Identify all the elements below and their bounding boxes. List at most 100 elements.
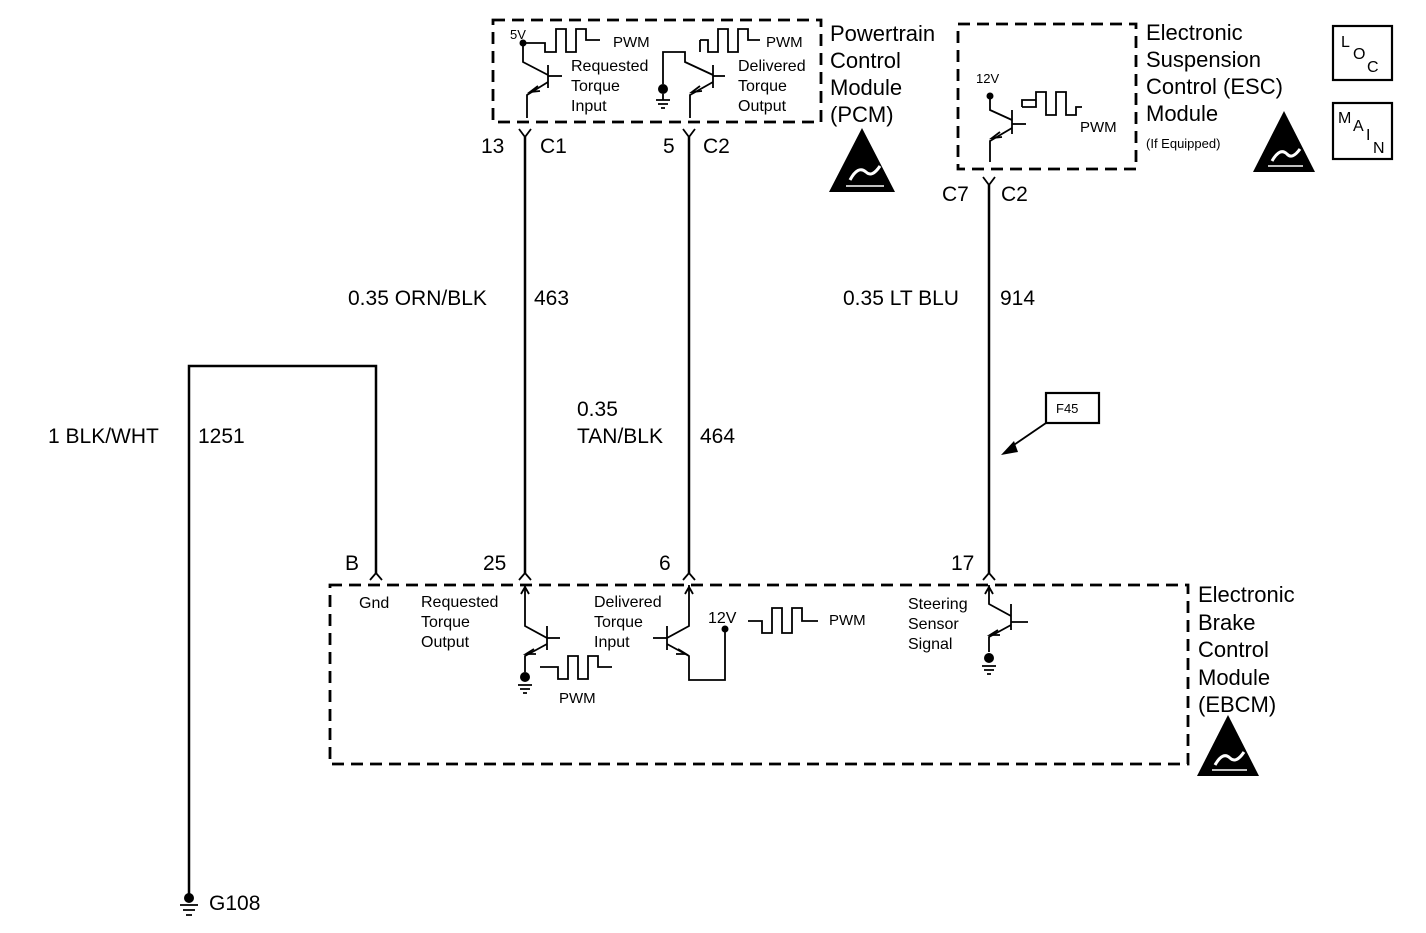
svg-text:17: 17	[951, 552, 974, 575]
pcm-pwm-left-label: PWM	[613, 34, 650, 51]
svg-text:B: B	[345, 552, 359, 575]
ebcm-title-line-3: Control	[1198, 637, 1269, 662]
pcm-delivered-line-3: Output	[738, 98, 787, 115]
esc-esd-warning-icon	[1253, 111, 1315, 172]
wire-463-color: 0.35 ORN/BLK	[348, 287, 487, 310]
wire-464-color-line-2: TAN/BLK	[577, 425, 663, 448]
ebcm-pwm-bottom-wave	[540, 655, 612, 680]
esc-title-line-2: Suspension	[1146, 47, 1261, 72]
ebcm-requested-line-2: Torque	[421, 614, 470, 631]
svg-text:F45: F45	[1056, 401, 1078, 416]
wire-464-circuit: 464	[700, 425, 735, 448]
svg-text:I: I	[1366, 127, 1370, 144]
esc-title-line-4: Module	[1146, 101, 1218, 126]
ebcm-delivered-line-3: Input	[594, 634, 630, 651]
ebcm-steering-transistor	[982, 585, 1028, 675]
ebcm-pwm-right-wave	[748, 607, 818, 634]
pcm-pwm-right-wave	[700, 28, 760, 53]
ebcm-requested-transistor	[518, 585, 560, 694]
pcm-pwm-left-wave	[523, 28, 600, 53]
pcm-delivered-line-2: Torque	[738, 78, 787, 95]
esc-note: (If Equipped)	[1146, 136, 1220, 151]
esc-title-line-3: Control (ESC)	[1146, 74, 1283, 99]
ebcm-gnd-label: Gnd	[359, 595, 389, 612]
svg-text:5: 5	[663, 135, 675, 158]
pcm-title-line-4: (PCM)	[830, 102, 894, 127]
svg-text:L: L	[1341, 34, 1350, 51]
ebcm-delivered-line-2: Torque	[594, 614, 643, 631]
pcm-title-line-2: Control	[830, 48, 901, 73]
ebcm-steering-line-1: Steering	[908, 596, 968, 613]
wire-464-color-line-1: 0.35	[577, 398, 618, 421]
loc-legend-box: L O C	[1331, 24, 1394, 82]
ebcm-title-line-2: Brake	[1198, 610, 1255, 635]
wire-1251	[187, 364, 378, 895]
pcm-title-line-3: Module	[830, 75, 902, 100]
pcm-requested-line-1: Requested	[571, 58, 648, 75]
ebcm-delivered-transistor	[653, 585, 726, 681]
main-legend-box: M A I N	[1331, 101, 1394, 161]
ebcm-pin-6: 6	[659, 552, 696, 581]
ebcm-steering-line-2: Sensor	[908, 616, 959, 633]
svg-text:G108: G108	[209, 892, 260, 915]
ebcm-title-line-1: Electronic	[1198, 582, 1295, 607]
esc-transistor	[988, 96, 1026, 162]
f45-callout: F45	[1001, 391, 1101, 455]
wire-1251-circuit: 1251	[198, 425, 245, 448]
pcm-pwm-right-label: PWM	[766, 34, 803, 51]
esc-12v-label: 12V	[976, 71, 999, 86]
pcm-c1-pin-13: 13 C1	[481, 128, 567, 158]
svg-text:C2: C2	[703, 135, 730, 158]
svg-text:O: O	[1353, 46, 1365, 63]
ebcm-title-line-5: (EBCM)	[1198, 692, 1276, 717]
pcm-5v-label: 5V	[510, 27, 526, 42]
ebcm-esd-warning-icon	[1197, 715, 1259, 776]
wire-1251-color: 1 BLK/WHT	[48, 425, 159, 448]
svg-text:C1: C1	[540, 135, 567, 158]
pcm-c2-pin-5: 5 C2	[663, 128, 730, 158]
ebcm-pin-b: B	[345, 552, 383, 581]
ebcm-pwm-right-label: PWM	[829, 612, 866, 629]
esc-title-line-1: Electronic	[1146, 20, 1243, 45]
svg-text:C: C	[1367, 59, 1379, 76]
ebcm-dashed-box	[328, 583, 1190, 766]
pcm-title-line-1: Powertrain	[830, 21, 935, 46]
esc-module: Electronic Suspension Control (ESC) Modu…	[956, 20, 1315, 172]
wire-914-color: 0.35 LT BLU	[843, 287, 959, 310]
ebcm-module: Electronic Brake Control Module (EBCM) B…	[328, 552, 1295, 776]
pcm-delivered-transistor	[656, 40, 725, 118]
pcm-requested-line-2: Torque	[571, 78, 620, 95]
pcm-requested-transistor	[522, 43, 562, 118]
pcm-requested-line-3: Input	[571, 98, 607, 115]
ground-g108: G108	[180, 892, 260, 916]
esc-c2-pin-c7: C7 C2	[942, 176, 1028, 206]
wire-914-circuit: 914	[1000, 287, 1035, 310]
ebcm-12v-node	[721, 625, 729, 633]
ebcm-steering-line-3: Signal	[908, 636, 952, 653]
svg-text:M: M	[1338, 110, 1351, 127]
svg-text:25: 25	[483, 552, 506, 575]
ebcm-pwm-bottom-label: PWM	[559, 690, 596, 707]
esc-dashed-box	[956, 22, 1138, 171]
esc-pwm-wave	[1022, 91, 1082, 116]
svg-text:6: 6	[659, 552, 671, 575]
ebcm-delivered-line-1: Delivered	[594, 594, 662, 611]
svg-text:C2: C2	[1001, 183, 1028, 206]
pcm-esd-warning-icon	[829, 128, 895, 192]
ebcm-12v-label: 12V	[708, 610, 737, 627]
svg-text:C7: C7	[942, 183, 969, 206]
pcm-delivered-line-1: Delivered	[738, 58, 806, 75]
pcm-dashed-box	[491, 18, 823, 124]
wire-463-circuit: 463	[534, 287, 569, 310]
svg-text:A: A	[1353, 118, 1364, 135]
ebcm-requested-line-3: Output	[421, 634, 470, 651]
ebcm-pin-25: 25	[483, 552, 532, 581]
ebcm-requested-line-1: Requested	[421, 594, 498, 611]
ebcm-title-line-4: Module	[1198, 665, 1270, 690]
esc-pwm-label: PWM	[1080, 119, 1117, 136]
svg-text:N: N	[1373, 140, 1385, 157]
pcm-module: Powertrain Control Module (PCM) 5V PWM P…	[491, 18, 935, 192]
ebcm-pin-17: 17	[951, 552, 996, 581]
svg-text:13: 13	[481, 135, 504, 158]
